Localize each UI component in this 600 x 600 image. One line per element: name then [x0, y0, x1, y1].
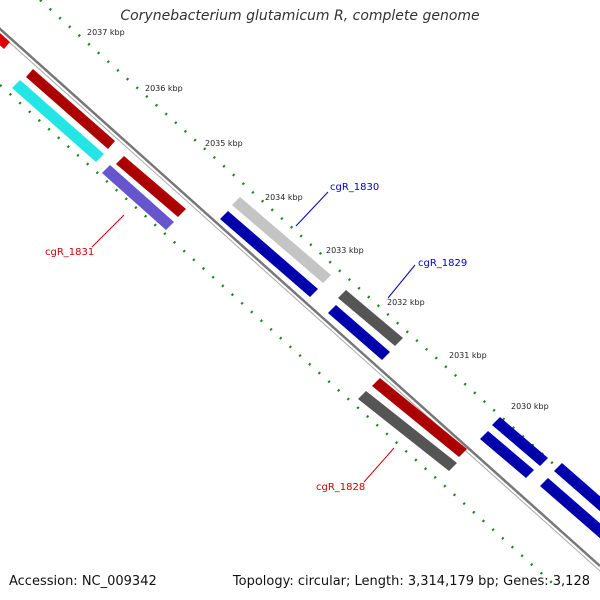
gene-arrow-red-2 [116, 156, 186, 217]
accession-text: Accession: NC_009342 [9, 574, 157, 589]
gene-arrow-blue-4 [480, 431, 534, 478]
genome-backbone-inner [0, 33, 600, 572]
gene-arrow-red-1 [26, 69, 115, 149]
gene-arrow-blue-2 [328, 305, 390, 360]
map-title: Corynebacterium glutamicum R, complete g… [120, 8, 480, 24]
inner-scale-dots [0, 84, 561, 591]
tick-label-2031: 2031 kbp [449, 351, 487, 360]
tick-label-2035: 2035 kbp [205, 139, 243, 148]
gene-feature-darkgray-2 [358, 391, 457, 471]
tick-label-2033: 2033 kbp [326, 246, 364, 255]
leader-cgR_1828 [363, 447, 395, 483]
gene-arrow-blue-1 [220, 211, 318, 297]
gene-label-cgR_1830[interactable]: cgR_1830 [330, 182, 379, 193]
tick-label-2036: 2036 kbp [145, 84, 183, 93]
gene-arrow-blue-6 [540, 478, 600, 539]
leader-cgR_1830 [295, 191, 329, 227]
tick-label-2034: 2034 kbp [265, 193, 303, 202]
tick-label-2037: 2037 kbp [87, 28, 125, 37]
gene-label-cgR_1831[interactable]: cgR_1831 [45, 247, 94, 258]
outer-scale-dots [39, 0, 600, 507]
gene-feature-lightgray [232, 197, 331, 283]
gene-arrow-red-edge [0, 33, 10, 49]
gene-arrow-blue-3 [492, 417, 548, 466]
genome-backbone-outer [0, 27, 600, 567]
gene-label-cgR_1828[interactable]: cgR_1828 [316, 482, 365, 493]
gene-label-cgR_1829[interactable]: cgR_1829 [418, 258, 467, 269]
gene-arrow-blue-5 [554, 463, 600, 512]
leader-cgR_1831 [91, 214, 125, 248]
gene-arrow-red-3 [372, 378, 467, 457]
gene-feature-darkgray-1 [338, 290, 403, 346]
gene-feature-cyan [12, 80, 104, 162]
leader-cgR_1829 [387, 264, 416, 299]
tick-label-2030: 2030 kbp [511, 402, 549, 411]
tick-label-2032: 2032 kbp [387, 298, 425, 307]
gene-feature-purple [102, 165, 174, 230]
topology-text: Topology: circular; Length: 3,314,179 bp… [232, 574, 590, 589]
